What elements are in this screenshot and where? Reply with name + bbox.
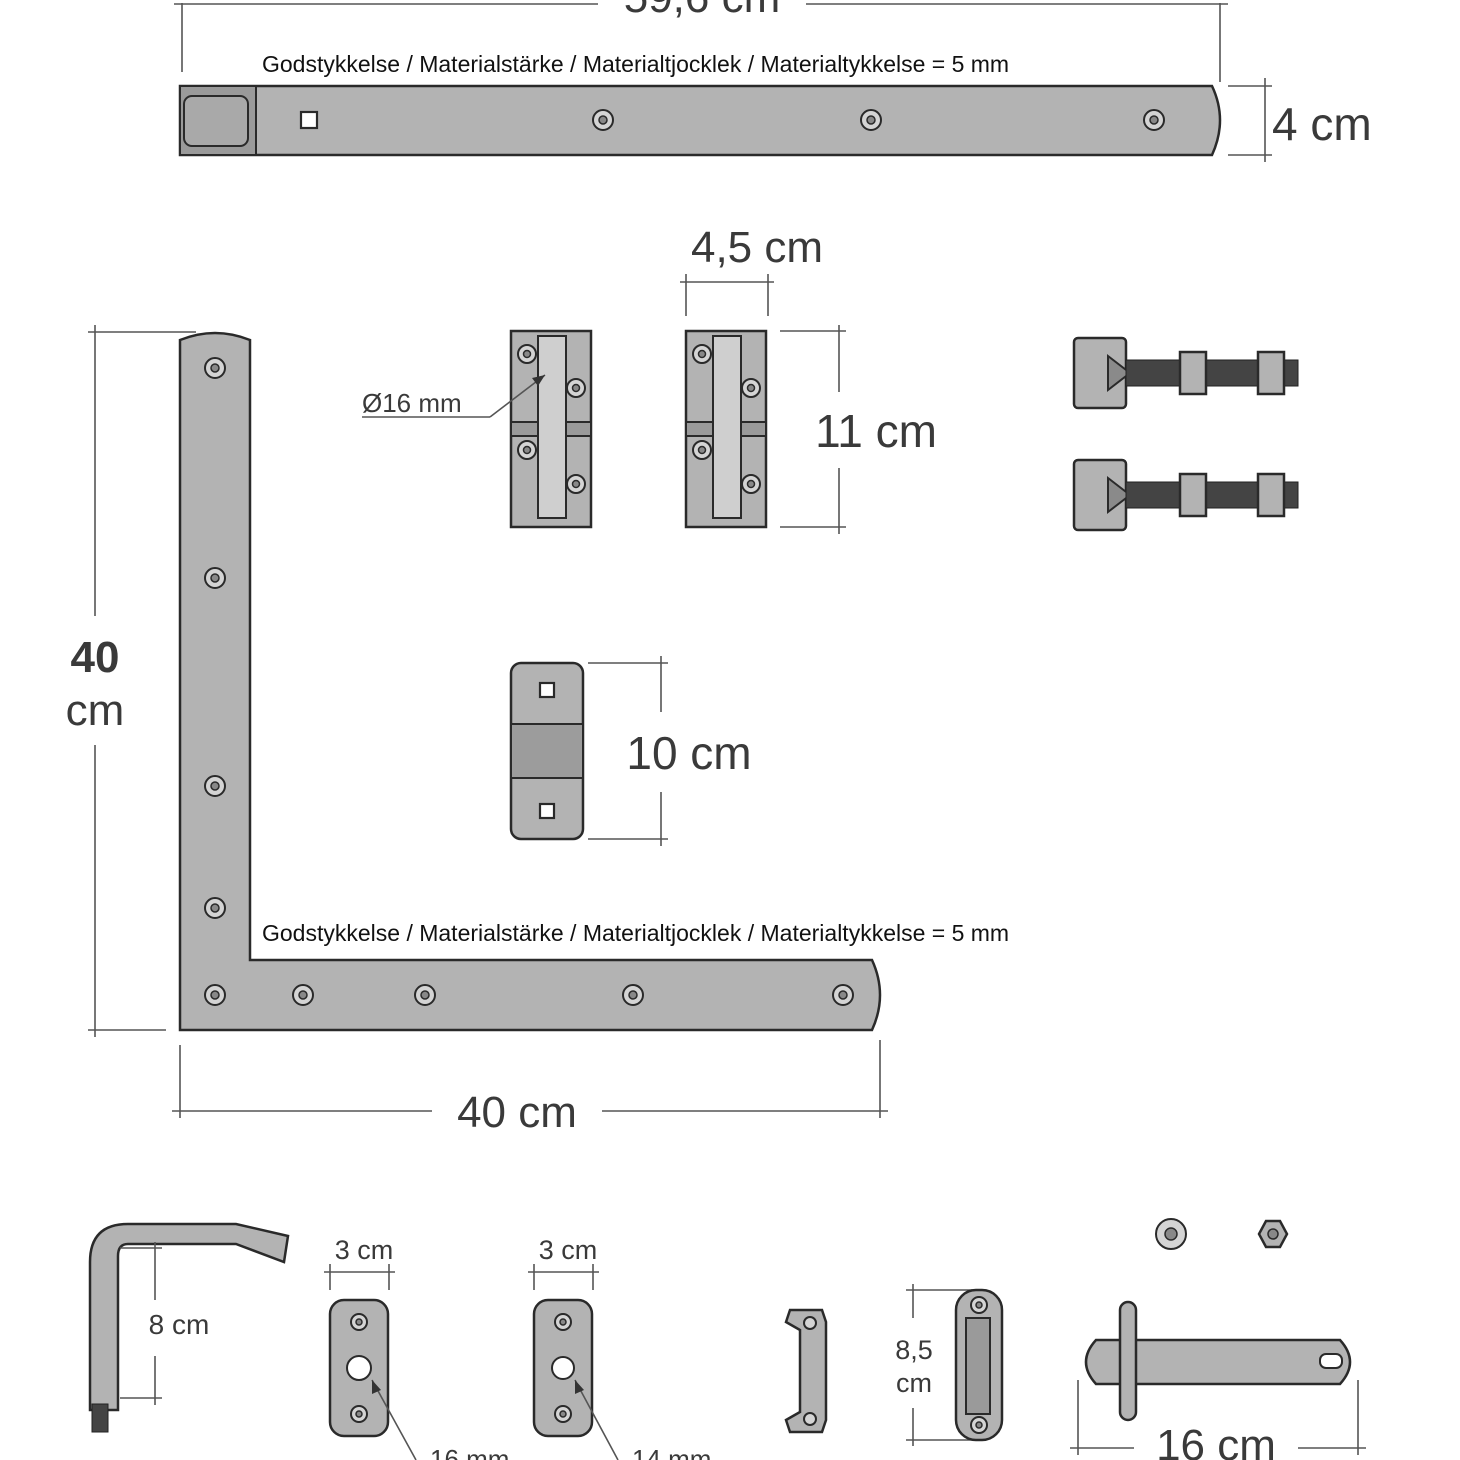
strap-hinge-top: 59,6 cm Godstykkelse / Materialstärke / … xyxy=(174,0,1372,162)
top-width-label: 4 cm xyxy=(1272,98,1372,150)
plate1-hole-label: 16 mm xyxy=(430,1444,509,1460)
gudgeon-height-label: 11 cm xyxy=(815,405,937,457)
pin-diameter-label: Ø16 mm xyxy=(362,388,462,418)
gudgeon-plates: 4,5 cm Ø16 mm 11 cm xyxy=(362,223,937,534)
material-note-angle: Godstykkelse / Materialstärke / Material… xyxy=(262,920,1009,946)
keeper-height-unit: cm xyxy=(896,1368,932,1398)
plate1-width-label: 3 cm xyxy=(335,1235,394,1265)
bolt-assembly: 16 cm xyxy=(1070,1218,1366,1460)
side-clip xyxy=(784,1308,828,1434)
angle-width-label: 40 cm xyxy=(457,1088,577,1137)
strap-bracket: 10 cm xyxy=(509,656,752,846)
plate2-width-label: 3 cm xyxy=(539,1235,598,1265)
top-length-label: 59,6 cm xyxy=(624,0,781,22)
bracket-height-label: 10 cm xyxy=(626,727,751,779)
angle-strap: 40 cm Godstykkelse / Materialstärke / Ma… xyxy=(66,325,1009,1137)
gate-hook: 8 cm xyxy=(88,1222,290,1433)
mounting-plate-16mm: 3 cm 16 mm xyxy=(324,1235,509,1460)
keeper-height-value: 8,5 xyxy=(895,1335,933,1365)
plate2-hole-label: 14 mm xyxy=(632,1444,711,1460)
bolt-length-label: 16 cm xyxy=(1156,1421,1276,1460)
hook-height-label: 8 cm xyxy=(149,1309,210,1340)
gudgeon-width-label: 4,5 cm xyxy=(691,223,823,272)
threaded-gate-pins xyxy=(1072,336,1299,532)
angle-height-value: 40 xyxy=(71,633,120,682)
angle-height-unit: cm xyxy=(66,686,125,735)
latch-keeper: 8,5 cm xyxy=(895,1284,1004,1446)
material-note-top: Godstykkelse / Materialstärke / Material… xyxy=(262,51,1009,77)
mounting-plate-14mm: 3 cm 14 mm xyxy=(528,1235,711,1460)
